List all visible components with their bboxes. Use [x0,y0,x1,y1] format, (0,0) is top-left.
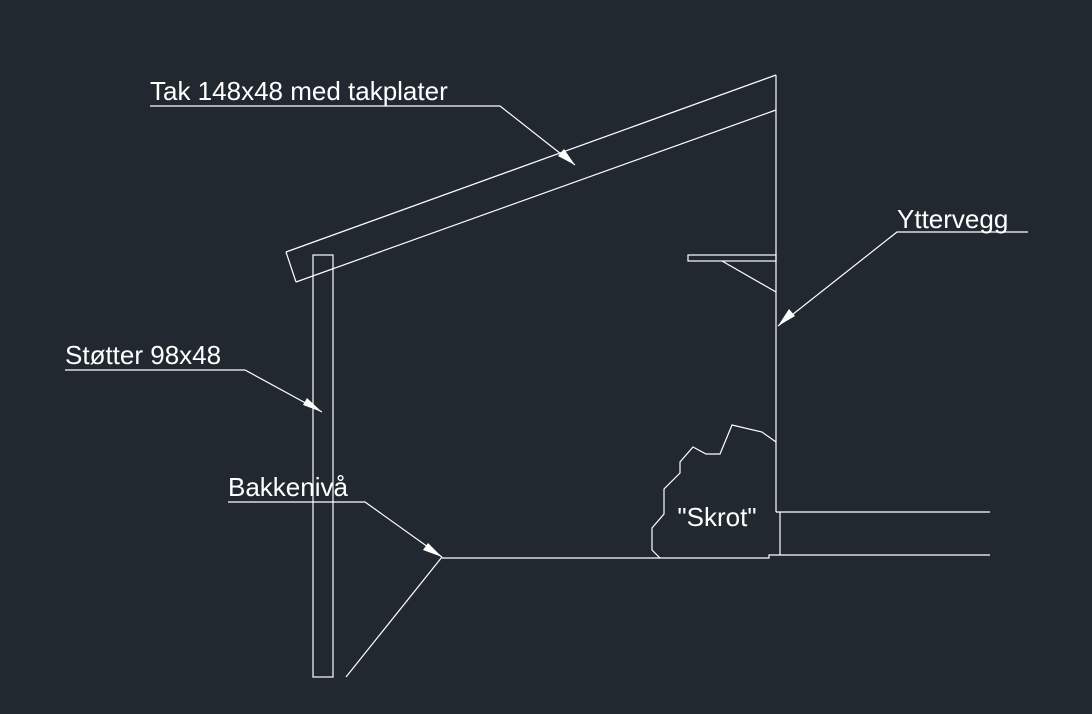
ground-callout: Bakkenivå [228,472,443,558]
ground-label: Bakkenivå [228,472,348,502]
post-label: Støtter 98x48 [65,340,221,370]
brace [721,260,777,293]
support-post [312,254,334,678]
post-callout: Støtter 98x48 [65,340,323,413]
roof-beam [285,74,777,283]
ground-line [345,511,990,678]
shelf-bracket [687,254,777,262]
roof-callout: Tak 148x48 med takplater [150,76,576,166]
wall-label: Yttervegg [897,204,1008,234]
roof-label: Tak 148x48 med takplater [150,76,448,106]
scrap-pile [651,424,777,559]
scrap-label: "Skrot" [677,502,756,532]
wall-callout: Yttervegg [777,204,1028,327]
